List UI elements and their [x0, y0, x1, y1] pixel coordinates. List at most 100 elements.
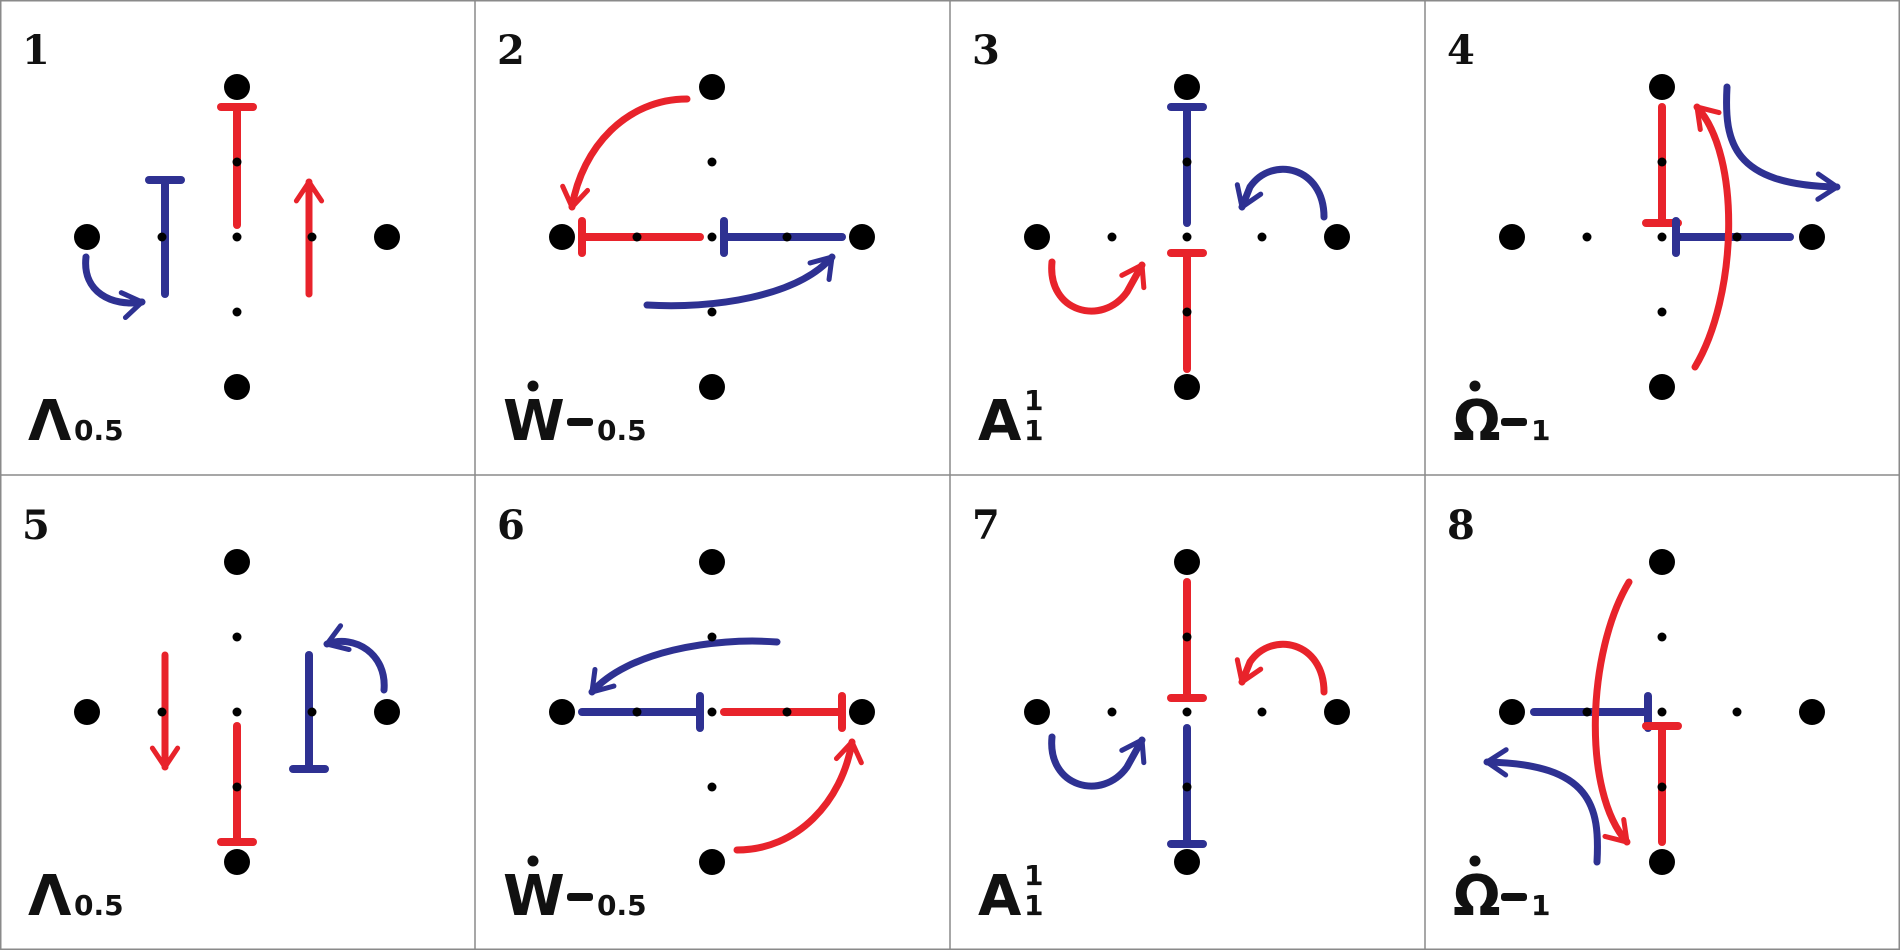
large-node — [1174, 74, 1200, 100]
small-node — [1657, 707, 1667, 717]
label-symbol: Ω — [1453, 864, 1501, 929]
large-node — [1799, 699, 1825, 725]
small-node — [1657, 157, 1667, 167]
label-superscript: 1 — [1024, 859, 1043, 892]
label-superscript: 1 — [1024, 384, 1043, 417]
large-node — [549, 224, 575, 250]
panel-number: 2 — [497, 27, 525, 74]
network-diagram — [1024, 74, 1350, 400]
small-node — [1182, 782, 1192, 792]
minus-sign — [1501, 418, 1527, 426]
blue-curved-arrow — [1723, 83, 1841, 202]
panel-number: 8 — [1447, 502, 1475, 549]
label-subscript: 1 — [1531, 889, 1550, 922]
network-diagram — [74, 74, 400, 400]
label-symbol: Ω — [1453, 389, 1501, 454]
large-node — [224, 74, 250, 100]
panel-number: 4 — [1447, 27, 1475, 74]
small-node — [232, 632, 242, 642]
panel-number: 1 — [22, 27, 50, 74]
red-curved-arrow — [1048, 258, 1147, 315]
large-node — [1649, 549, 1675, 575]
small-node — [782, 232, 792, 242]
large-node — [1024, 699, 1050, 725]
network-diagram — [1024, 549, 1350, 875]
large-node — [1174, 374, 1200, 400]
large-node — [1649, 849, 1675, 875]
small-node — [307, 232, 317, 242]
label-symbol: W — [503, 389, 565, 454]
dot-accent — [1469, 380, 1481, 392]
panel-number: 6 — [497, 502, 525, 549]
large-node — [699, 549, 725, 575]
small-node — [232, 232, 242, 242]
large-node — [1324, 699, 1350, 725]
large-node — [699, 74, 725, 100]
small-node — [1107, 707, 1117, 717]
red-curved-arrow — [1691, 103, 1733, 371]
small-node — [1182, 307, 1192, 317]
small-node — [1657, 232, 1667, 242]
small-node — [707, 307, 717, 317]
small-node — [232, 782, 242, 792]
blue-curved-arrow — [323, 623, 388, 694]
panel-number: 7 — [972, 502, 1000, 549]
small-node — [232, 157, 242, 167]
large-node — [849, 224, 875, 250]
large-node — [1649, 374, 1675, 400]
label-subscript: 1 — [1024, 889, 1043, 922]
large-node — [1174, 549, 1200, 575]
network-diagram — [1499, 74, 1841, 400]
small-node — [707, 157, 717, 167]
large-node — [1324, 224, 1350, 250]
large-node — [1024, 224, 1050, 250]
large-node — [1499, 224, 1525, 250]
small-node — [1732, 232, 1742, 242]
blue-curved-arrow — [643, 253, 836, 310]
label-subscript: 1 — [1531, 414, 1550, 447]
blue-curved-arrow — [1483, 747, 1601, 866]
large-node — [74, 224, 100, 250]
large-node — [1174, 849, 1200, 875]
large-node — [224, 374, 250, 400]
large-node — [1799, 224, 1825, 250]
small-node — [1657, 782, 1667, 792]
small-node — [707, 232, 717, 242]
label-symbol: Λ — [28, 864, 72, 929]
small-node — [632, 232, 642, 242]
small-node — [157, 232, 167, 242]
small-node — [707, 707, 717, 717]
red-curved-arrow — [560, 95, 691, 211]
network-diagram — [549, 549, 875, 875]
blue-curved-arrow — [1234, 165, 1328, 221]
large-node — [374, 699, 400, 725]
minus-sign — [567, 893, 593, 901]
large-node — [549, 699, 575, 725]
small-node — [632, 707, 642, 717]
label-symbol: A — [978, 389, 1022, 454]
blue-curved-arrow — [588, 637, 781, 696]
small-node — [1182, 632, 1192, 642]
label-symbol: W — [503, 864, 565, 929]
dot-accent — [527, 855, 539, 867]
large-node — [74, 699, 100, 725]
blue-curved-arrow — [1048, 733, 1147, 790]
large-node — [849, 699, 875, 725]
large-node — [224, 849, 250, 875]
small-node — [1732, 707, 1742, 717]
blue-curved-arrow — [82, 253, 146, 321]
